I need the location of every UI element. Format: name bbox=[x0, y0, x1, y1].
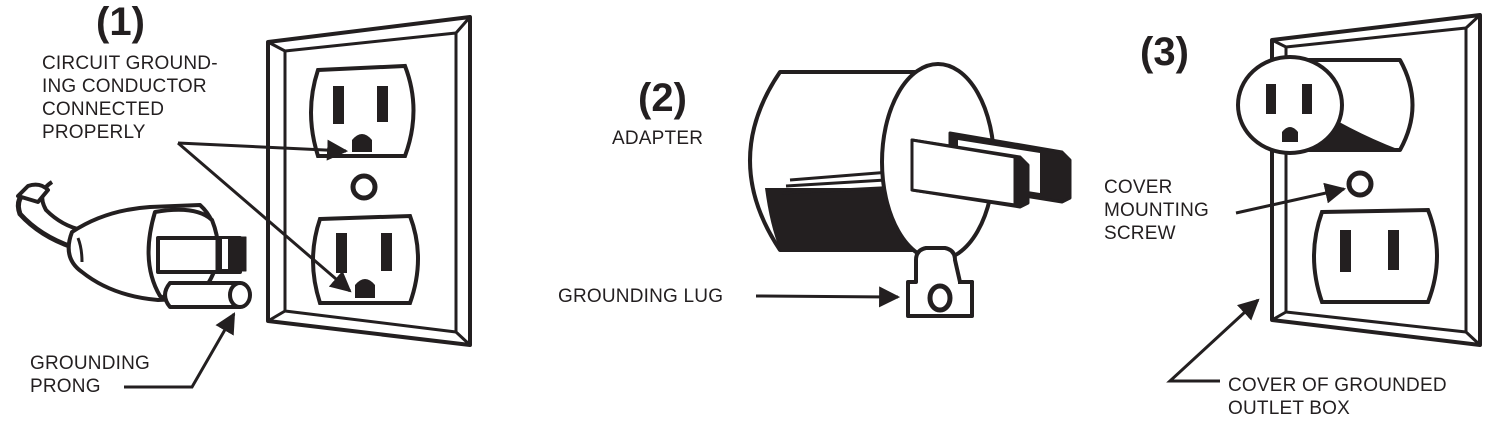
figure-1-number: (1) bbox=[96, 0, 145, 44]
cover-mounting-screw bbox=[1346, 170, 1374, 198]
figure-1-callout-arrows bbox=[124, 139, 352, 389]
figure-3-artwork bbox=[1166, 13, 1482, 383]
figure-1-artwork bbox=[15, 15, 472, 389]
figure-2-artwork bbox=[748, 62, 1072, 318]
plate-screw-1 bbox=[350, 173, 378, 201]
label-adapter: ADAPTER bbox=[612, 128, 704, 149]
receptacle-1-lower bbox=[311, 213, 420, 305]
receptacle-1-upper bbox=[309, 63, 416, 158]
figure-2-number: (2) bbox=[638, 76, 687, 120]
three-prong-plug bbox=[15, 180, 252, 309]
figure-3-number: (3) bbox=[1140, 30, 1189, 74]
lug-callout-arrow bbox=[755, 286, 901, 308]
label-cover-mounting-screw: COVER MOUNTING SCREW bbox=[1104, 177, 1210, 244]
label-grounding-lug: GROUNDING LUG bbox=[558, 286, 724, 307]
label-grounding-prong: GROUNDING PRONG bbox=[30, 353, 151, 397]
label-cover-of-grounded-outlet-box: COVER OF GROUNDED OUTLET BOX bbox=[1228, 375, 1447, 419]
adapter-in-outlet bbox=[1236, 55, 1415, 155]
figure-3-callout-arrows bbox=[1166, 182, 1347, 383]
receptacle-3-lower bbox=[1312, 207, 1439, 304]
label-circuit-grounding-conductor: CIRCUIT GROUND- ING CONDUCTOR CONNECTED … bbox=[42, 53, 218, 143]
